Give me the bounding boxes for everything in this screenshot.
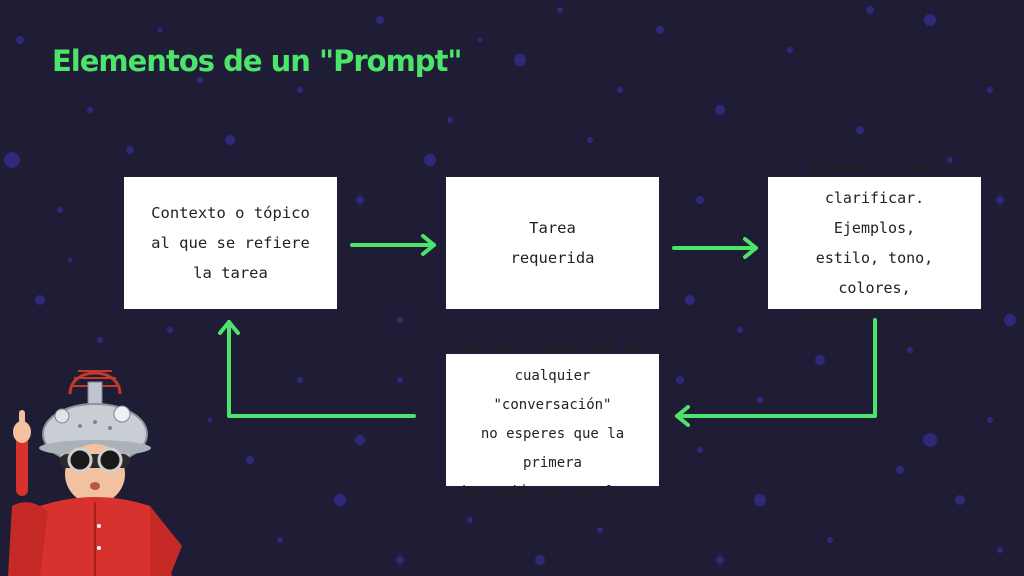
context-box: Contexto o tópico al que se refiere la t… [124, 177, 337, 309]
page-title: Elementos de un "Prompt" [52, 44, 463, 78]
clarify-box: Elementos para clarificar. Ejemplos, est… [768, 159, 981, 327]
inventor-kid-illustration [8, 370, 182, 576]
refine-box: Refinar. Igual que en cualquier "convers… [446, 339, 659, 500]
task-box: Tarea requerida [446, 177, 659, 309]
